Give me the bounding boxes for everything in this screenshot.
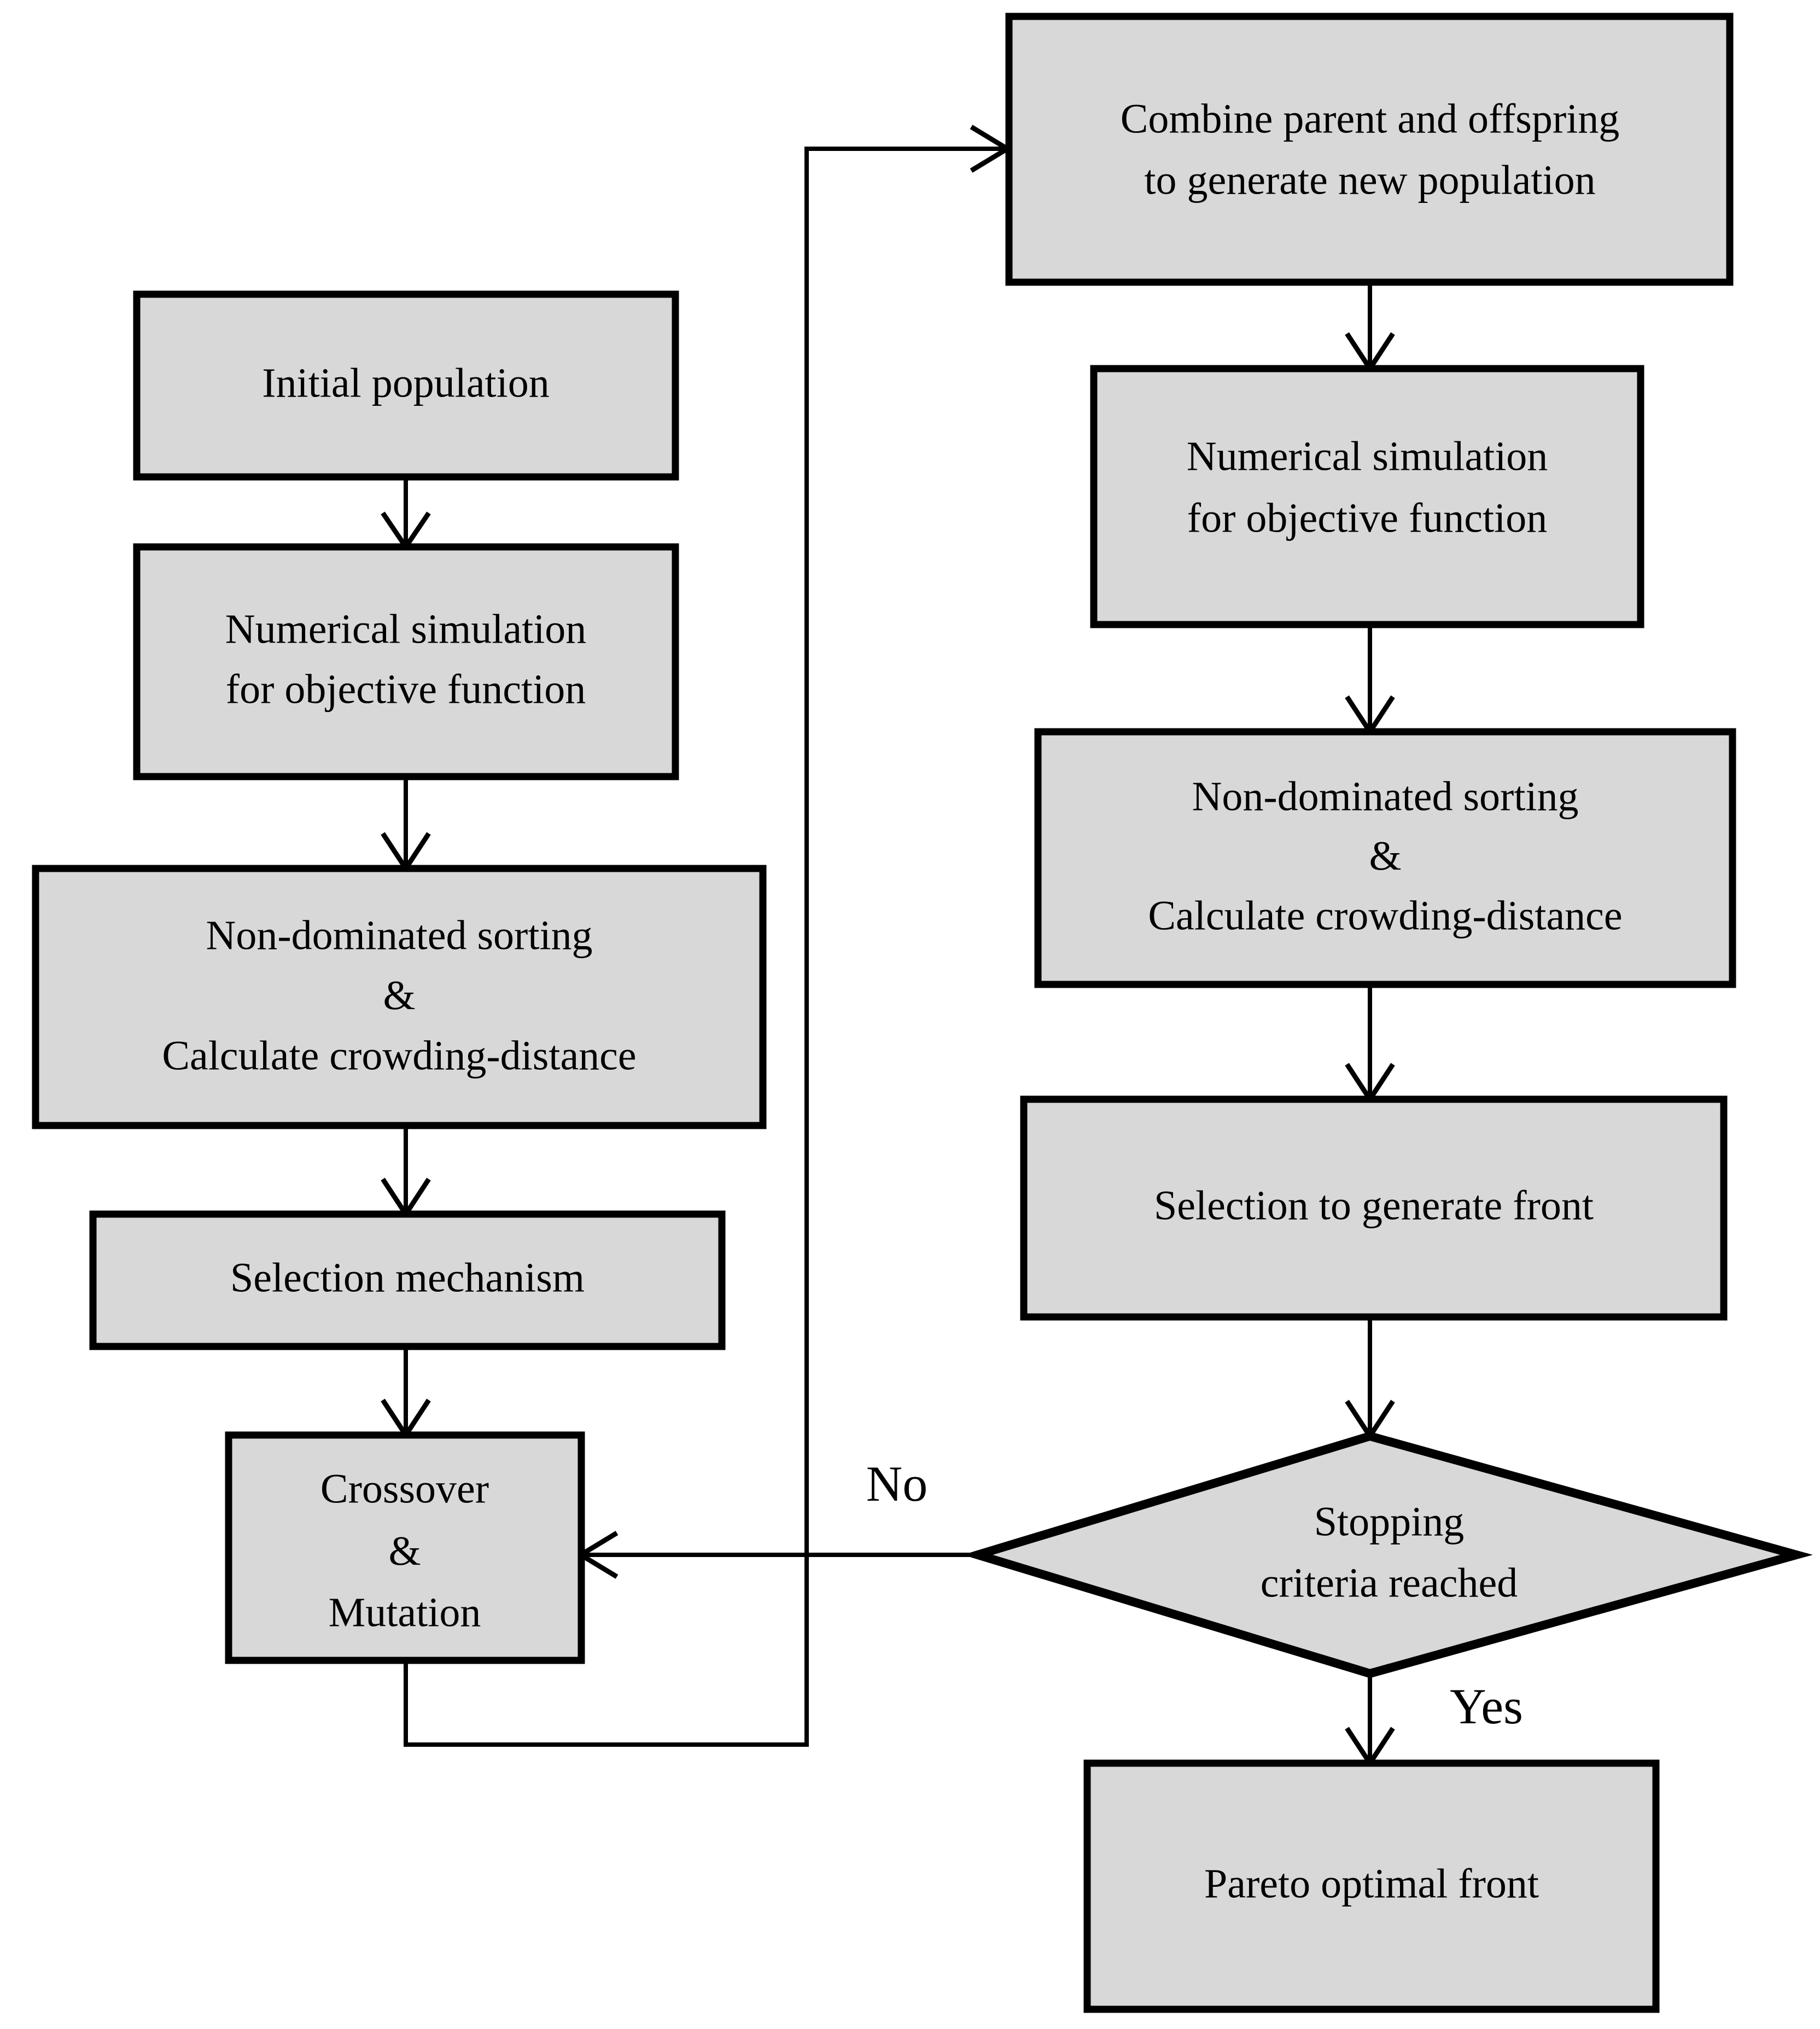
- connector-selection-to-crossover: [381, 1346, 431, 1440]
- connector-numsim-to-nds-left: [381, 777, 431, 873]
- node-non-dominated-sorting-left[interactable]: Non-dominated sorting & Calculate crowdi…: [32, 865, 767, 1129]
- connector-initial-to-numsim: [381, 477, 431, 552]
- connector-selfront-to-stopping: [1345, 1317, 1395, 1441]
- connector-numsim-to-nds-right: [1345, 625, 1395, 737]
- node-pareto-optimal-front[interactable]: Pareto optimal front: [1083, 1759, 1660, 2013]
- node-label-numsim-right-line2: for objective function: [1187, 495, 1547, 541]
- node-label-crossover-line3: Mutation: [329, 1589, 481, 1635]
- node-label-stopping-line2: criteria reached: [1261, 1560, 1518, 1606]
- node-label-combine-line1: Combine parent and offspring: [1121, 96, 1620, 142]
- edge-label-yes: Yes: [1450, 1678, 1523, 1734]
- connector-nds-to-selection-left: [381, 1126, 431, 1219]
- node-label-selection-mechanism: Selection mechanism: [230, 1255, 585, 1301]
- node-label-numsim-left-line2: for objective function: [226, 666, 586, 712]
- connector-stopping-no-to-crossover: [576, 1531, 979, 1579]
- node-label-nds-left-line2: &: [383, 972, 415, 1018]
- node-label-numsim-left-line1: Numerical simulation: [225, 606, 587, 652]
- node-label-crossover-line2: &: [388, 1528, 421, 1574]
- node-numerical-simulation-right[interactable]: Numerical simulation for objective funct…: [1090, 365, 1644, 628]
- edge-label-no: No: [866, 1456, 928, 1512]
- node-label-stopping-line1: Stopping: [1314, 1499, 1465, 1544]
- node-stopping-criteria[interactable]: Stopping criteria reached: [962, 1431, 1813, 1678]
- connector-stopping-yes-to-pareto: [1345, 1674, 1395, 1768]
- node-label-nds-right-line3: Calculate crowding-distance: [1148, 893, 1622, 938]
- node-label-nds-left-line3: Calculate crowding-distance: [162, 1033, 636, 1078]
- node-selection-mechanism[interactable]: Selection mechanism: [89, 1210, 726, 1350]
- node-label-combine-line2: to generate new population: [1144, 157, 1595, 203]
- node-label-selection-front: Selection to generate front: [1154, 1182, 1594, 1228]
- node-label-numsim-right-line1: Numerical simulation: [1187, 433, 1548, 479]
- node-non-dominated-sorting-right[interactable]: Non-dominated sorting & Calculate crowdi…: [1034, 728, 1736, 988]
- node-crossover-mutation[interactable]: Crossover & Mutation: [225, 1431, 585, 1664]
- node-numerical-simulation-left[interactable]: Numerical simulation for objective funct…: [133, 543, 679, 780]
- node-label-nds-left-line1: Non-dominated sorting: [206, 912, 592, 958]
- node-label-crossover-line1: Crossover: [320, 1466, 489, 1512]
- node-label-initial-population: Initial population: [262, 360, 550, 406]
- node-selection-generate-front[interactable]: Selection to generate front: [1020, 1095, 1728, 1321]
- node-label-nds-right-line1: Non-dominated sorting: [1192, 773, 1578, 819]
- node-label-pareto: Pareto optimal front: [1204, 1861, 1539, 1906]
- connector-nds-to-selfront-right: [1345, 984, 1395, 1104]
- connector-combine-to-numsim-right: [1345, 282, 1395, 374]
- node-label-nds-right-line2: &: [1369, 833, 1401, 879]
- node-initial-population[interactable]: Initial population: [133, 290, 679, 481]
- node-combine-parent-offspring[interactable]: Combine parent and offspring to generate…: [1005, 13, 1734, 286]
